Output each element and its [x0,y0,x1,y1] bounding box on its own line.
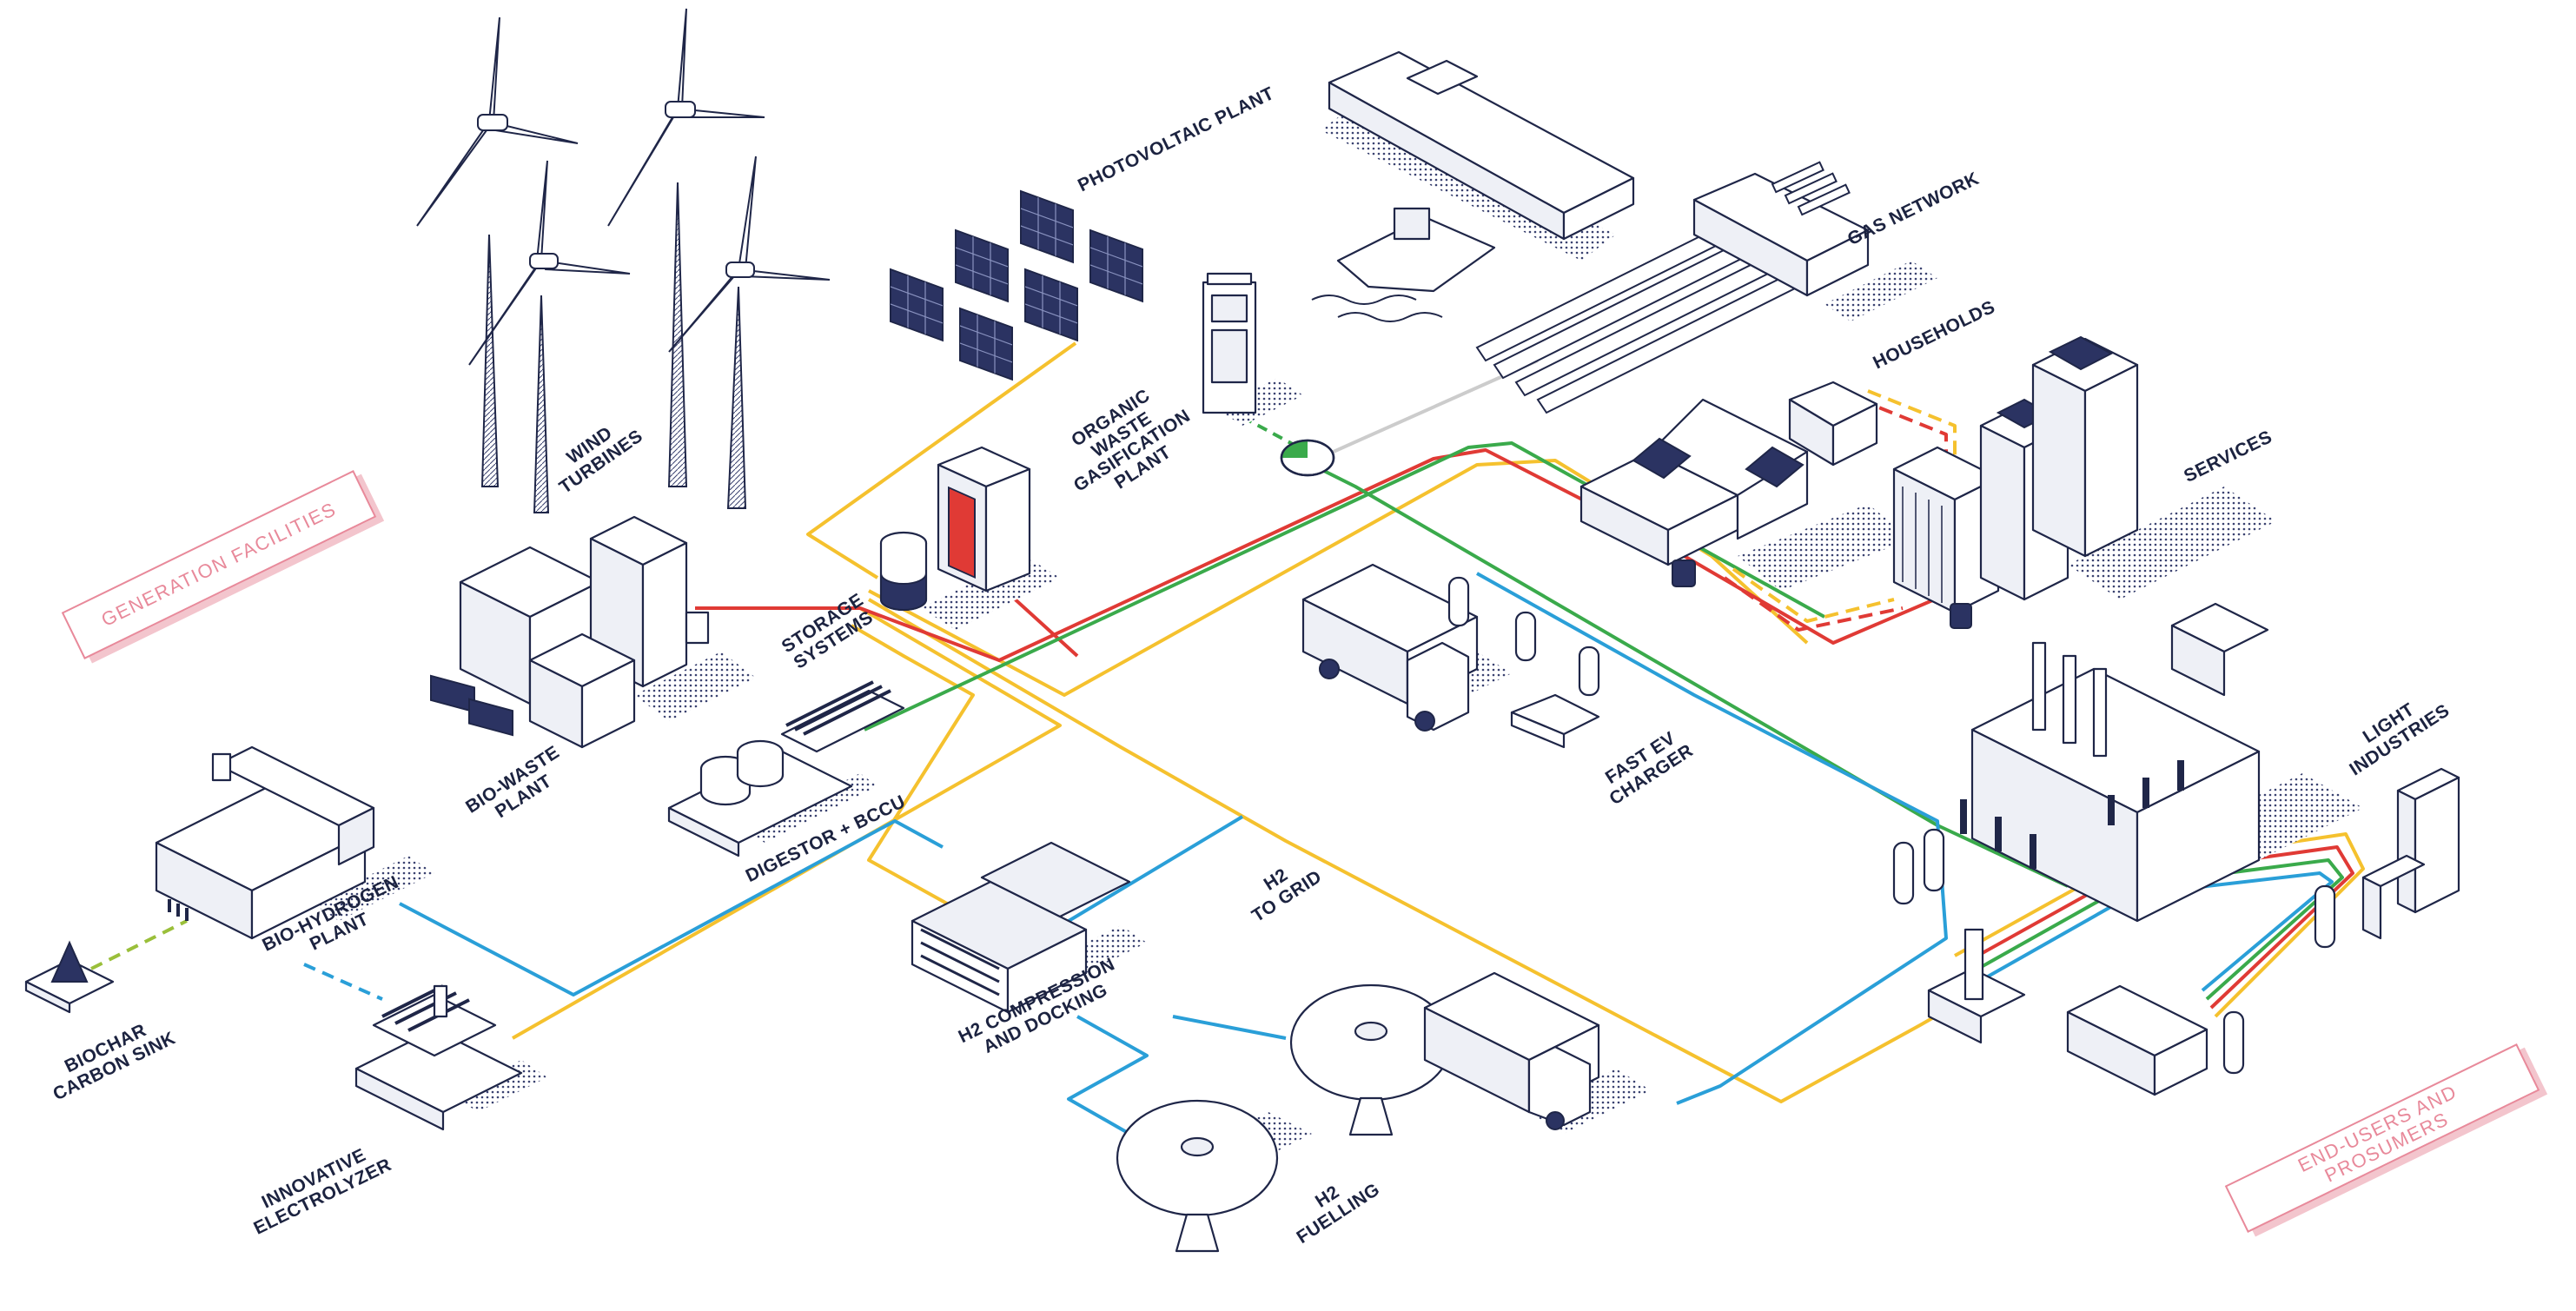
fast-ev-charger [1301,563,1600,749]
bundle-green [1976,858,2344,1001]
dashed-biochar [90,919,188,970]
blue-line-fuelling [1067,1015,1287,1136]
bio-waste-plant [430,515,756,749]
biochar-carbon-sink [24,940,115,1014]
yellow-electrolyzer [512,606,1062,1040]
yellow-to-households [868,459,1809,697]
h2-compression-docking [911,841,1147,1014]
services-buildings [1892,335,2276,629]
innovative-electrolyzer [354,984,547,1131]
dashed-electrolyzer [303,963,383,1001]
storage-systems [879,446,1060,630]
yellow-trunk [867,598,1982,1103]
dashed-households-1 [1732,389,1957,623]
pv-yellow-line [806,341,1077,579]
gas-hub [1280,439,1335,477]
energy-lines [90,341,2365,1136]
port-and-gas-network [1311,50,1937,414]
bundle-yellow [1954,832,2365,1018]
h2-fuelling-stations [1116,971,1651,1253]
yellow-compression [850,624,975,905]
bundle-red [1964,845,2354,1010]
wind-turbines [416,8,831,513]
blue-line-to-grid [1067,815,1244,923]
red-line [695,448,1956,662]
dashed-households-2 [1723,398,1948,632]
bundle-blue [1987,871,2334,992]
gasification-plant [1202,272,1303,426]
bio-hydrogen-plant [155,745,434,940]
green-hub-industries [1302,459,2069,888]
households-buildings [1579,381,1911,591]
light-industries [1892,602,2460,1096]
digestor-bccu [667,680,905,857]
dashed-gasification [1242,415,1300,449]
gas-line [1311,359,1539,463]
blue-line-plant [399,819,944,996]
photovoltaic-panels [890,189,1143,381]
